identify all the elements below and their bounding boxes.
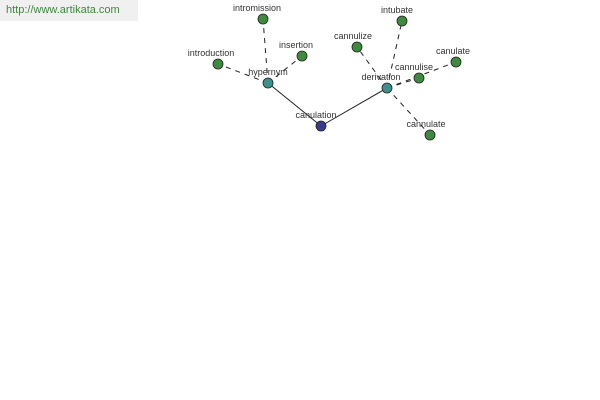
node-introduction[interactable]: introduction [188,48,235,70]
node-circle-introduction[interactable] [212,58,224,70]
node-derivation[interactable]: derivation [361,72,401,94]
edge-hypernym-intromission [262,18,269,84]
node-circle-derivation[interactable] [381,82,393,94]
edge-root-hypernym [267,82,322,127]
graph-edges [217,18,457,136]
node-circle-cannulate[interactable] [424,129,436,141]
node-intromission[interactable]: intromission [233,3,281,25]
node-label-canulate[interactable]: canulate [436,46,470,56]
node-label-intromission[interactable]: intromission [233,3,281,13]
node-hypernym[interactable]: hypernym [248,67,288,89]
graph-nodes: canulation hypernym derivation intromission… [188,3,470,141]
edge-hypernym-introduction [217,63,269,84]
node-label-cannulate[interactable]: cannulate [406,119,445,129]
node-root[interactable]: canulation [295,110,337,132]
node-circle-canulate[interactable] [450,56,462,68]
edge-derivation-canulate [386,61,457,89]
node-label-cannulise[interactable]: cannulise [395,62,433,72]
edge-derivation-intubate [386,20,403,89]
node-circle-cannulise[interactable] [413,72,425,84]
node-circle-insertion[interactable] [296,50,308,62]
site-url-banner[interactable]: http://www.artikata.com [0,0,138,21]
node-label-intubate[interactable]: intubate [381,5,413,15]
node-label-root[interactable]: canulation [295,110,336,120]
node-intubate[interactable]: intubate [381,5,413,27]
node-label-derivation[interactable]: derivation [361,72,400,82]
node-circle-cannulize[interactable] [351,41,363,53]
node-insertion[interactable]: insertion [279,40,313,62]
node-circle-intubate[interactable] [396,15,408,27]
node-label-insertion[interactable]: insertion [279,40,313,50]
node-label-cannulize[interactable]: cannulize [334,31,372,41]
edge-derivation-cannulize [356,46,388,89]
node-cannulize[interactable]: cannulize [334,31,372,53]
node-circle-root[interactable] [315,120,327,132]
node-canulate[interactable]: canulate [436,46,470,68]
node-label-hypernym[interactable]: hypernym [248,67,288,77]
edge-root-derivation [320,87,388,127]
edge-hypernym-insertion [267,55,303,84]
node-cannulise[interactable]: cannulise [395,62,433,84]
node-cannulate[interactable]: cannulate [406,119,446,141]
node-label-introduction[interactable]: introduction [188,48,235,58]
node-circle-intromission[interactable] [257,13,269,25]
edge-derivation-cannulate [386,87,431,136]
node-circle-hypernym[interactable] [262,77,274,89]
